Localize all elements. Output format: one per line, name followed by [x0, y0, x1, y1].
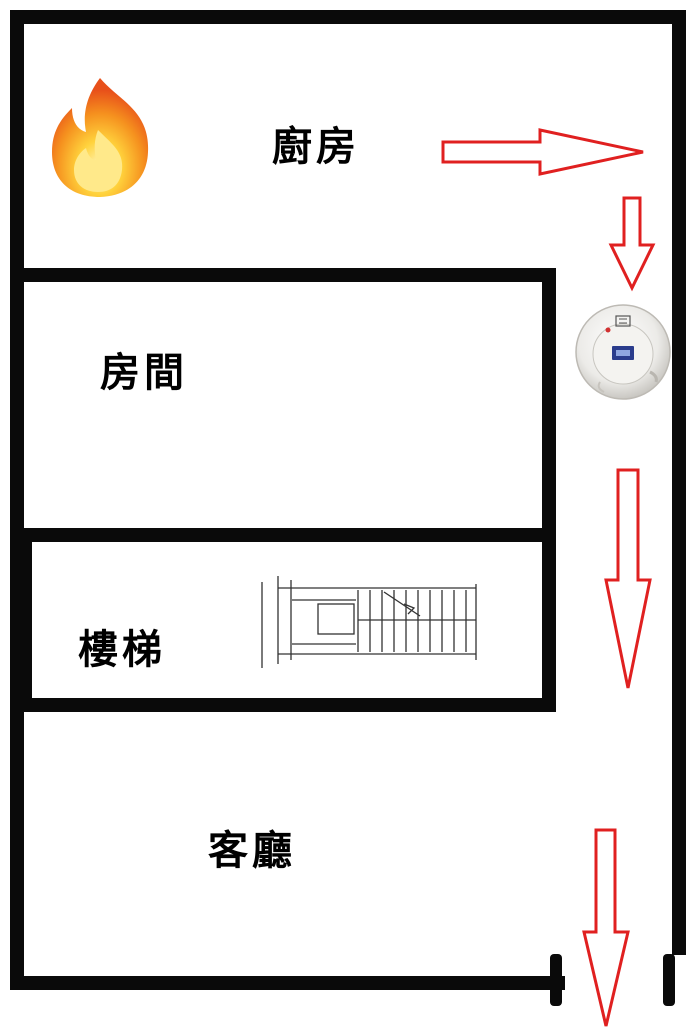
- bedroom-wall-bottom: [18, 528, 556, 542]
- outer-wall-left: [10, 10, 24, 990]
- outer-wall-right: [672, 10, 686, 955]
- living-room-label: 客廳: [208, 827, 296, 874]
- bedroom-label: 房間: [100, 349, 188, 396]
- bedroom-wall-right: [542, 268, 556, 712]
- outer-wall-top: [10, 10, 686, 24]
- arrow-right: [441, 128, 644, 176]
- outer-wall-bottom: [10, 976, 565, 990]
- kitchen-label: 廚房: [272, 123, 360, 170]
- door-jamb-left: [550, 954, 562, 1006]
- stairs-label: 樓梯: [78, 626, 166, 673]
- arrow-down-1: [608, 196, 656, 292]
- stairs-wall-left: [18, 540, 32, 712]
- door-jamb-right: [663, 954, 675, 1006]
- stairs-wall-bottom: [18, 698, 556, 712]
- arrow-down-3: [582, 828, 630, 1027]
- arrow-down-2: [604, 468, 652, 689]
- bedroom-wall-top: [18, 268, 556, 282]
